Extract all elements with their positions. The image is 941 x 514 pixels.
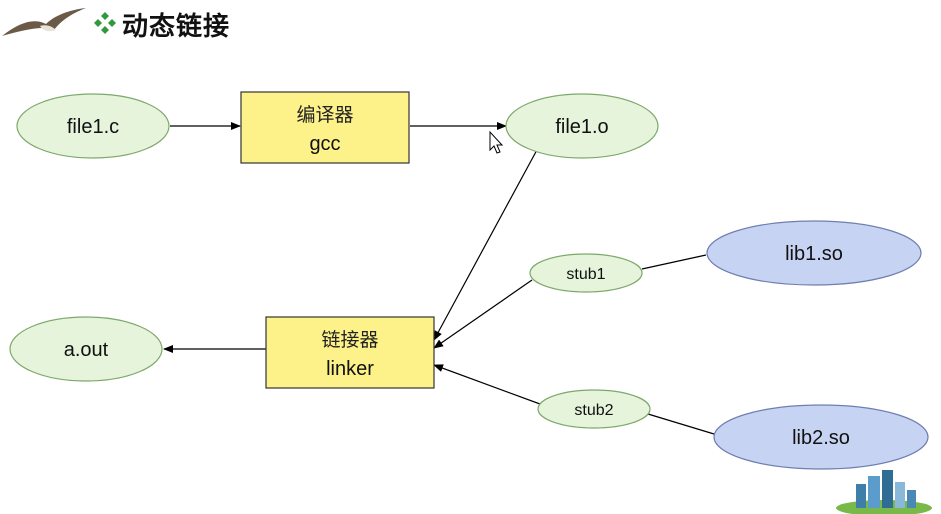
node-stub1: stub1 bbox=[529, 253, 643, 293]
edge-stub1-to-linker bbox=[433, 279, 533, 349]
edge-stub2-to-linker bbox=[433, 364, 541, 405]
node-file1-c: file1.c bbox=[16, 93, 170, 159]
node-lib2-so: lib2.so bbox=[713, 404, 929, 470]
node-lib2-so-label: lib2.so bbox=[792, 427, 850, 449]
mouse-cursor-icon bbox=[489, 130, 504, 154]
node-lib1-so-label: lib1.so bbox=[785, 243, 843, 265]
node-stub2: stub2 bbox=[537, 389, 651, 429]
node-stub2-label: stub2 bbox=[574, 402, 613, 419]
node-a-out: a.out bbox=[9, 316, 163, 382]
node-file1-o-label: file1.o bbox=[555, 116, 608, 138]
seagull-icon bbox=[2, 8, 86, 36]
slide-title-bar: 动态链接 bbox=[0, 0, 941, 52]
linker-cn-label: 链接器 bbox=[321, 329, 378, 351]
edge-lib1-to-stub1 bbox=[641, 254, 707, 270]
slide-title: 动态链接 bbox=[122, 12, 231, 42]
node-a-out-label: a.out bbox=[64, 339, 109, 361]
buildings-icon bbox=[836, 470, 932, 514]
node-file1-c-label: file1.c bbox=[67, 116, 119, 138]
node-lib1-so: lib1.so bbox=[706, 220, 922, 286]
compiler-en-label: gcc bbox=[309, 133, 340, 155]
node-linker: 链接器 linker bbox=[265, 316, 435, 389]
node-compiler: 编译器 gcc bbox=[240, 91, 410, 164]
edge-file1o-to-linker bbox=[433, 147, 539, 341]
node-stub1-label: stub1 bbox=[566, 266, 605, 283]
edge-lib2-to-stub2 bbox=[647, 413, 715, 435]
compiler-cn-label: 编译器 bbox=[296, 104, 353, 126]
node-file1-o: file1.o bbox=[505, 93, 659, 159]
four-diamond-bullet-icon bbox=[94, 12, 116, 34]
linker-en-label: linker bbox=[326, 358, 374, 380]
